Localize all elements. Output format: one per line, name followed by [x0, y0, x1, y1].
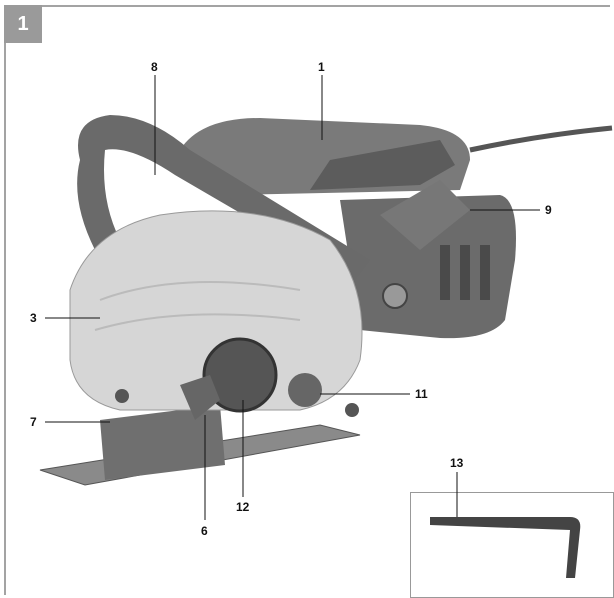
- lock-knob-6: [180, 375, 220, 420]
- callout-8: 8: [151, 60, 158, 74]
- screw: [345, 403, 359, 417]
- blade-guard: [69, 210, 363, 411]
- clamping-flange: [202, 337, 278, 413]
- hex-key: [430, 517, 581, 578]
- callout-6: 6: [201, 524, 208, 538]
- callout-1: 1: [318, 60, 325, 74]
- callout-12: 12: [236, 500, 250, 514]
- guard-ridge: [99, 281, 301, 301]
- vent-slot: [440, 245, 450, 300]
- vent-slot: [480, 245, 490, 300]
- guard-ridge: [94, 313, 301, 331]
- main-handle-grip: [310, 140, 455, 190]
- figure-number: 1: [4, 5, 42, 43]
- power-cord: [469, 125, 613, 153]
- callout-9: 9: [545, 203, 552, 217]
- callout-7: 7: [30, 415, 37, 429]
- depth-block: [100, 405, 225, 480]
- lock-knob-11: [288, 373, 322, 407]
- screw: [115, 389, 129, 403]
- auxiliary-handle: [380, 180, 470, 250]
- callout-11: 11: [415, 387, 428, 401]
- brush-cap: [382, 283, 408, 309]
- vent-slot: [460, 245, 470, 300]
- figure-frame: [4, 5, 610, 595]
- callout-3: 3: [30, 311, 37, 325]
- callout-13: 13: [450, 456, 464, 470]
